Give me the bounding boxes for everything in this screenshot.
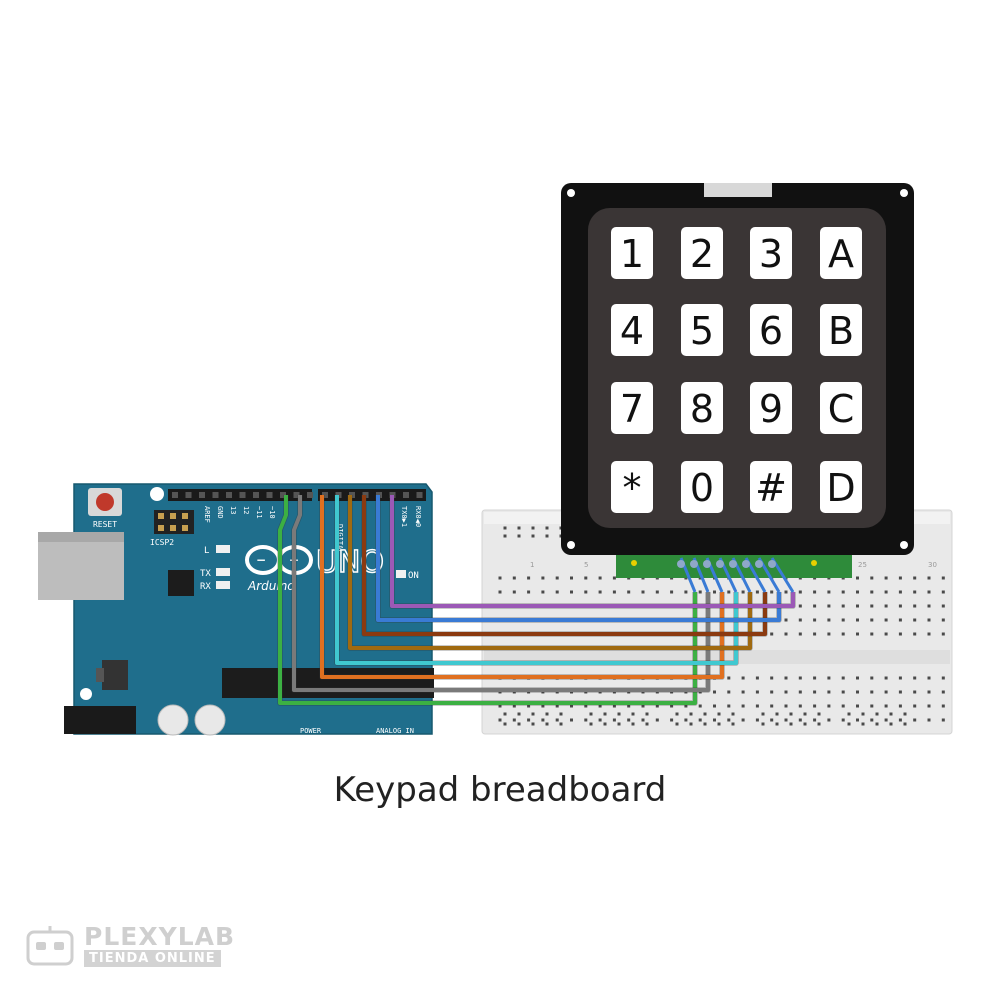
key-2[interactable]: 2 <box>681 227 723 279</box>
key-9[interactable]: 9 <box>750 382 792 434</box>
key-label: 5 <box>690 309 714 353</box>
key-5[interactable]: 5 <box>681 304 723 356</box>
key-label: 4 <box>620 309 644 353</box>
key-C[interactable]: C <box>820 382 862 434</box>
key-1[interactable]: 1 <box>611 227 653 279</box>
jumper-wire-5 <box>347 495 753 651</box>
atmega-chip <box>222 668 434 698</box>
keypad-tab <box>704 183 772 197</box>
jumper-wire-7 <box>375 495 782 623</box>
led-l <box>216 545 230 553</box>
key-label: 7 <box>620 387 644 431</box>
jumper-wire-6 <box>361 495 768 637</box>
keypad-mounting-hole <box>567 189 575 197</box>
icsp-label: ICSP2 <box>150 538 174 547</box>
key-label: 0 <box>690 466 714 510</box>
pin-label-gnd: GND <box>216 506 224 519</box>
key-D[interactable]: D <box>820 461 862 513</box>
key-label: 2 <box>690 232 714 276</box>
key-8[interactable]: 8 <box>681 382 723 434</box>
led-on <box>396 570 406 578</box>
jumper-wire-8 <box>389 495 796 609</box>
key-4[interactable]: 4 <box>611 304 653 356</box>
mounting-hole <box>150 487 164 501</box>
key-0[interactable]: 0 <box>681 461 723 513</box>
digital-label: DIGITAL <box>336 524 344 554</box>
header-pin-labels: AREF GND 13 12 ~11 ~10 TX0▶1 RX0◀0 DIGIT… <box>203 506 422 554</box>
arduino-uno-board: RESET ICSP2 L TX RX ON − + Arduino <box>38 483 434 736</box>
key-#[interactable]: # <box>750 461 792 513</box>
key-*[interactable]: * <box>611 461 653 513</box>
figure-caption: Keypad breadboard <box>333 770 667 810</box>
key-label: 8 <box>690 387 714 431</box>
key-A[interactable]: A <box>820 227 862 279</box>
key-label: 9 <box>759 387 783 431</box>
key-label: B <box>828 309 854 353</box>
keypad-mounting-hole <box>900 541 908 549</box>
key-3[interactable]: 3 <box>750 227 792 279</box>
usb-chip <box>168 570 194 596</box>
pin-label-12: 12 <box>242 506 250 514</box>
bb-col-label-25: 25 <box>858 561 867 569</box>
pin-label-10: ~10 <box>268 506 276 519</box>
pin-label-rx: RX0◀0 <box>414 506 422 527</box>
digital-header-right <box>318 489 426 501</box>
jumper-wires <box>277 495 796 706</box>
keypad-mounting-hole <box>900 189 908 197</box>
jumper-wire-2 <box>291 495 711 693</box>
pin-label-tx: TX0▶1 <box>400 506 408 527</box>
led-tx <box>216 568 230 576</box>
key-7[interactable]: 7 <box>611 382 653 434</box>
on-label: ON <box>408 571 419 581</box>
pin-label-13: 13 <box>229 506 237 514</box>
key-label: 6 <box>759 309 783 353</box>
bb-col-label-5: 5 <box>584 561 588 569</box>
bb-col-label-1: 1 <box>530 561 534 569</box>
regulator <box>102 660 128 690</box>
watermark-tagline: TIENDA ONLINE <box>84 950 221 967</box>
key-B[interactable]: B <box>820 304 862 356</box>
brand-label: Arduino <box>247 579 295 593</box>
analog-label: ANALOG IN <box>376 727 414 735</box>
mounting-hole <box>80 688 92 700</box>
pin-label-11: ~11 <box>255 506 263 519</box>
bb-col-label-30: 30 <box>928 561 937 569</box>
reset-label: RESET <box>93 520 117 529</box>
robot-face-icon <box>26 926 74 966</box>
key-label: D <box>826 466 855 510</box>
jumper-wire-1 <box>277 495 698 706</box>
key-label: C <box>828 387 855 431</box>
reset-button-cap <box>96 493 114 511</box>
led-l-label: L <box>204 546 209 556</box>
key-label: 3 <box>759 232 783 276</box>
key-label: # <box>755 466 787 510</box>
jumper-wire-4 <box>334 495 739 666</box>
power-jack <box>64 706 136 734</box>
key-label: 1 <box>620 232 644 276</box>
key-label: A <box>828 232 854 276</box>
capacitor <box>157 704 189 736</box>
led-rx-label: RX <box>200 582 211 592</box>
keypad-4x4: 1 2 3 A 4 5 6 B 7 8 9 C * 0 # D <box>561 183 914 578</box>
key-label: * <box>623 466 642 510</box>
led-rx <box>216 581 230 589</box>
led-tx-label: TX <box>200 569 211 579</box>
pin-label-aref: AREF <box>203 506 211 523</box>
keypad-mounting-hole <box>567 541 575 549</box>
capacitor <box>194 704 226 736</box>
watermark-brand: PLEXYLAB <box>84 922 236 951</box>
power-label: POWER <box>300 727 322 735</box>
key-6[interactable]: 6 <box>750 304 792 356</box>
usb-connector <box>38 532 124 600</box>
keypad-membrane <box>588 208 886 528</box>
svg-text:−: − <box>256 553 266 567</box>
